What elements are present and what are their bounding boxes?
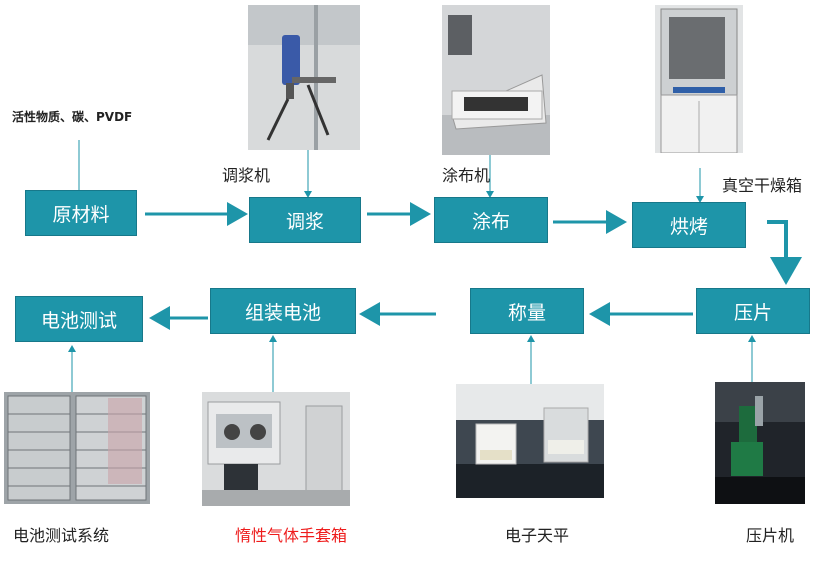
step-pressing: 压片 (696, 288, 810, 334)
label-slurry-mixer: 调浆机 (222, 166, 271, 185)
slurry-mixer-photo (248, 5, 360, 150)
label-coater: 涂布机 (442, 166, 491, 185)
label-balance: 电子天平 (505, 526, 570, 545)
vacuum-oven-photo (655, 5, 743, 153)
step-raw-material: 原材料 (25, 190, 137, 236)
label-glovebox: 惰性气体手套箱 (235, 526, 348, 545)
label-press-machine: 压片机 (746, 526, 795, 545)
step-coating: 涂布 (434, 197, 548, 243)
step-slurry: 调浆 (249, 197, 361, 243)
arrow-baking-to-pressing (767, 220, 802, 285)
press-machine-photo (715, 382, 805, 504)
label-vacuum-oven: 真空干燥箱 (722, 176, 803, 195)
balance-photo (456, 384, 604, 498)
raw-material-note: 活性物质、碳、PVDF (12, 110, 133, 124)
step-testing: 电池测试 (15, 296, 143, 342)
glovebox-photo (202, 392, 350, 506)
step-baking: 烘烤 (632, 202, 746, 248)
step-weighing: 称量 (470, 288, 584, 334)
step-assembly: 组装电池 (210, 288, 356, 334)
battery-tester-photo (4, 392, 150, 504)
label-test-system: 电池测试系统 (13, 526, 110, 545)
coater-photo (442, 5, 550, 155)
